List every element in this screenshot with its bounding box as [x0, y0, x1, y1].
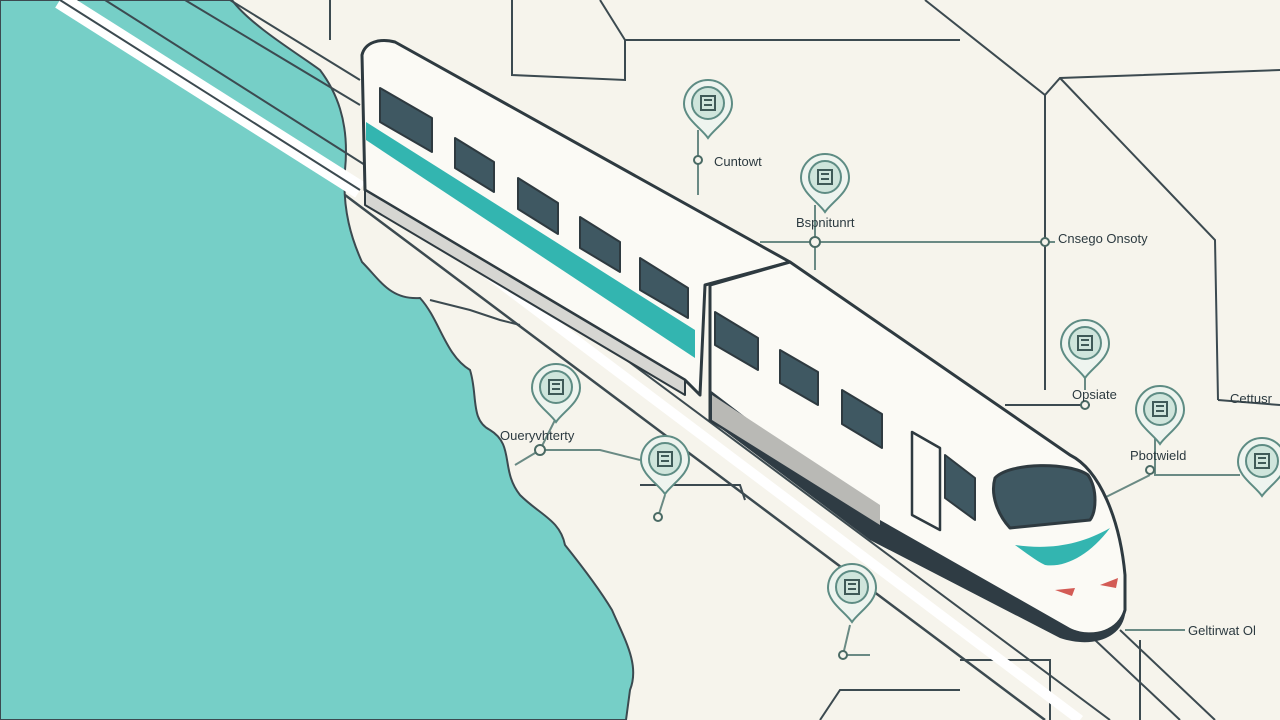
front-car-windows: [714, 311, 883, 449]
location-label[interactable]: Cnsego Onsoty: [1058, 231, 1148, 246]
headlight: [1055, 588, 1075, 596]
windshield: [992, 464, 1097, 530]
nose-stripe: [1015, 528, 1110, 566]
cab-window: [944, 454, 976, 521]
train-door: [910, 430, 942, 532]
headlight: [1100, 578, 1118, 588]
location-label[interactable]: Cettusr: [1230, 391, 1273, 406]
location-label[interactable]: Bspnitunrt: [796, 215, 855, 230]
front-car-lower-panel: [712, 395, 880, 525]
location-label[interactable]: Oueryvhterty: [500, 428, 575, 443]
rear-car-windows: [379, 87, 689, 319]
high-speed-train-icon: [360, 39, 1127, 643]
sea: [0, 0, 635, 720]
route-nodes: [534, 155, 1155, 660]
place-labels: Cuntowt Bspnitunrt Cnsego Onsoty Opsiate…: [500, 154, 1273, 638]
location-label[interactable]: Geltirwat Ol: [1188, 623, 1256, 638]
location-label[interactable]: Cuntowt: [714, 154, 762, 169]
rear-car-stripe: [366, 122, 695, 358]
rear-car-underside: [364, 189, 686, 396]
location-label[interactable]: Pbotwield: [1130, 448, 1186, 463]
location-label[interactable]: Opsiate: [1072, 387, 1117, 402]
